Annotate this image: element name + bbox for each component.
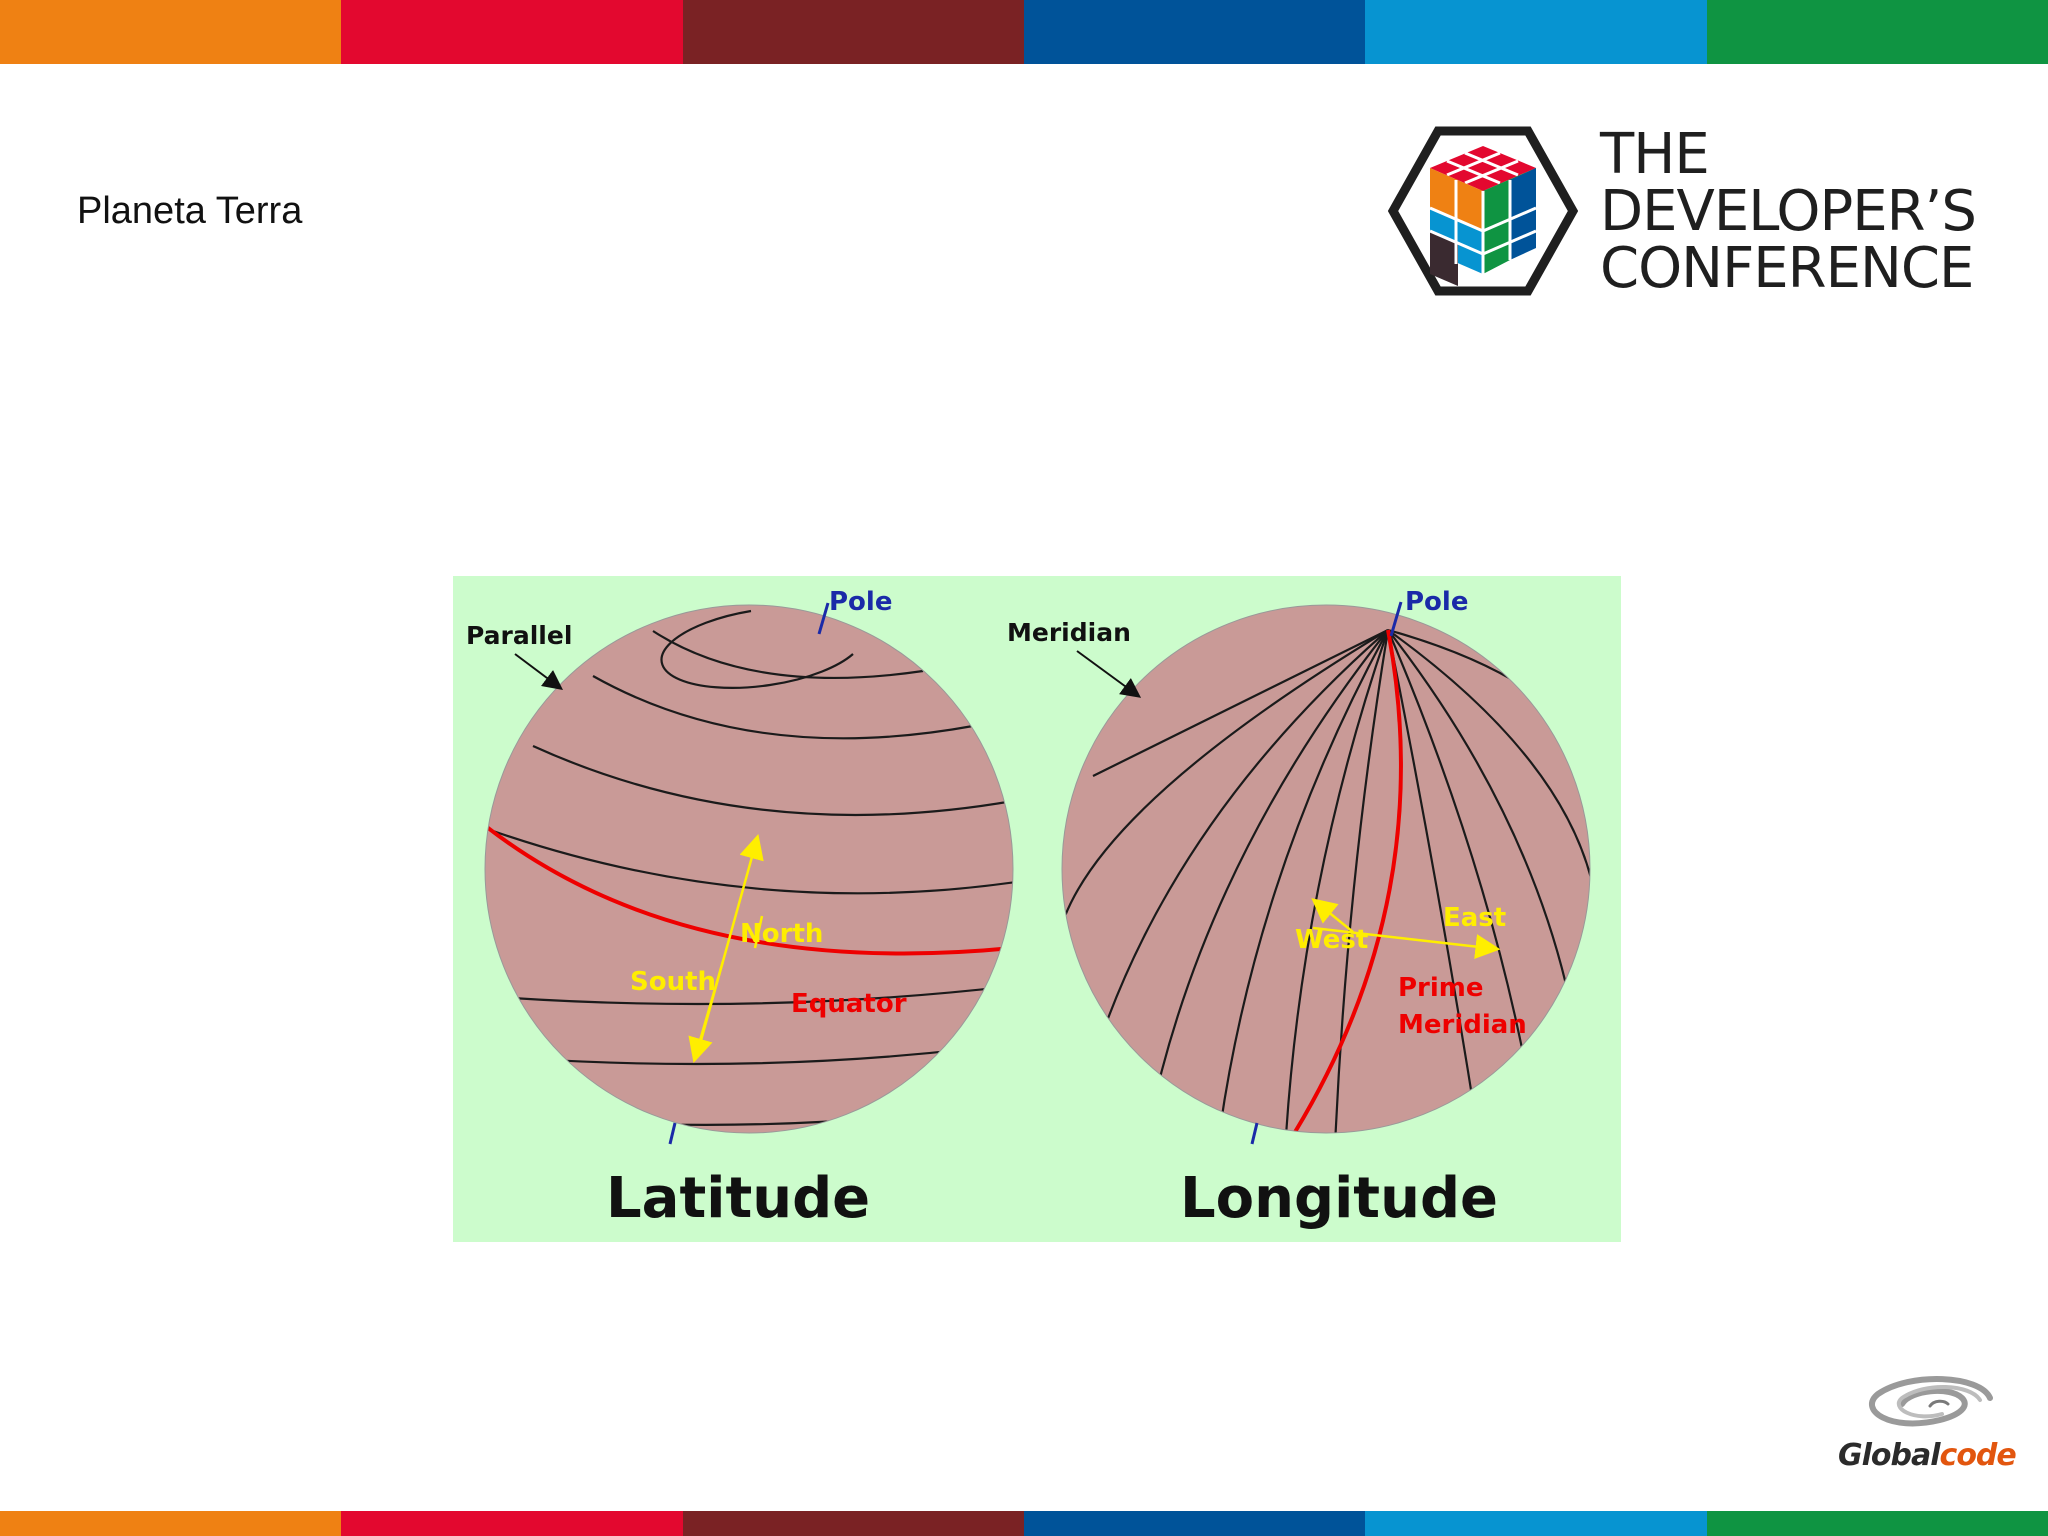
swirl-icon <box>1869 1376 1993 1427</box>
longitude-title: Longitude <box>1180 1166 1498 1231</box>
tdc-wordmark: THE DEVELOPER’S CONFERENCE <box>1600 122 1977 301</box>
north-arrow-head <box>754 941 757 949</box>
bottom-color-bar <box>0 1511 2048 1536</box>
top-color-bar <box>0 0 2048 64</box>
prime-meridian-label-line1: Prime <box>1398 973 1484 1003</box>
color-segment-blue <box>1023 1511 1366 1536</box>
west-arrow <box>1311 898 1354 933</box>
south-label: South <box>630 967 716 997</box>
east-arrow <box>1312 926 1501 959</box>
latitude-longitude-diagram: Pole Parallel North South Equator Latitu… <box>453 576 1621 1242</box>
latitude-south-pole-marker <box>668 1122 677 1145</box>
color-segment-blue <box>1023 0 1366 64</box>
latitude-title: Latitude <box>606 1166 870 1231</box>
south-arrow <box>688 960 725 1064</box>
prime-meridian-label-line2: Meridian <box>1398 1010 1527 1040</box>
color-segment-light-blue <box>1365 1511 1707 1536</box>
latitude-pole-label: Pole <box>829 587 892 617</box>
color-segment-red <box>341 0 683 64</box>
logo-line-conference: CONFERENCE <box>1600 236 1974 301</box>
east-label: East <box>1443 903 1506 933</box>
color-segment-red <box>341 1511 683 1536</box>
parallel-label: Parallel <box>466 621 572 650</box>
logo-line-the: THE <box>1600 122 1710 187</box>
color-segment-orange <box>0 0 342 64</box>
color-segment-maroon <box>682 0 1024 64</box>
meridian-label: Meridian <box>1007 618 1131 647</box>
parallel-pointer-arrow <box>514 653 563 690</box>
color-segment-maroon <box>682 1511 1024 1536</box>
longitude-south-pole-marker <box>1250 1122 1259 1145</box>
north-label: North <box>740 919 823 949</box>
globalcode-wordmark: Globalcode <box>1838 1438 2017 1473</box>
cube-logo-icon <box>1388 126 1578 296</box>
color-segment-light-blue <box>1365 0 1707 64</box>
color-segment-orange <box>0 1511 342 1536</box>
meridian-pointer-arrow <box>1076 650 1142 698</box>
west-label: West <box>1295 925 1368 955</box>
logo-line-developers: DEVELOPER’S <box>1600 179 1977 244</box>
equator-label: Equator <box>791 989 907 1019</box>
longitude-pole-label: Pole <box>1405 587 1468 617</box>
color-segment-green <box>1706 0 2048 64</box>
longitude-north-pole-marker <box>1389 601 1403 637</box>
tdc-logo: THE DEVELOPER’S CONFERENCE <box>1388 126 1977 297</box>
globalcode-wordmark-part2: code <box>1939 1438 2017 1473</box>
slide-title: Planeta Terra <box>77 190 303 232</box>
latitude-north-pole-marker <box>817 602 830 635</box>
globalcode-wordmark-part1: Global <box>1838 1438 1941 1473</box>
color-segment-green <box>1706 1511 2048 1536</box>
longitude-globe <box>1061 604 1591 1134</box>
globalcode-logo: Globalcode <box>1830 1370 2017 1490</box>
